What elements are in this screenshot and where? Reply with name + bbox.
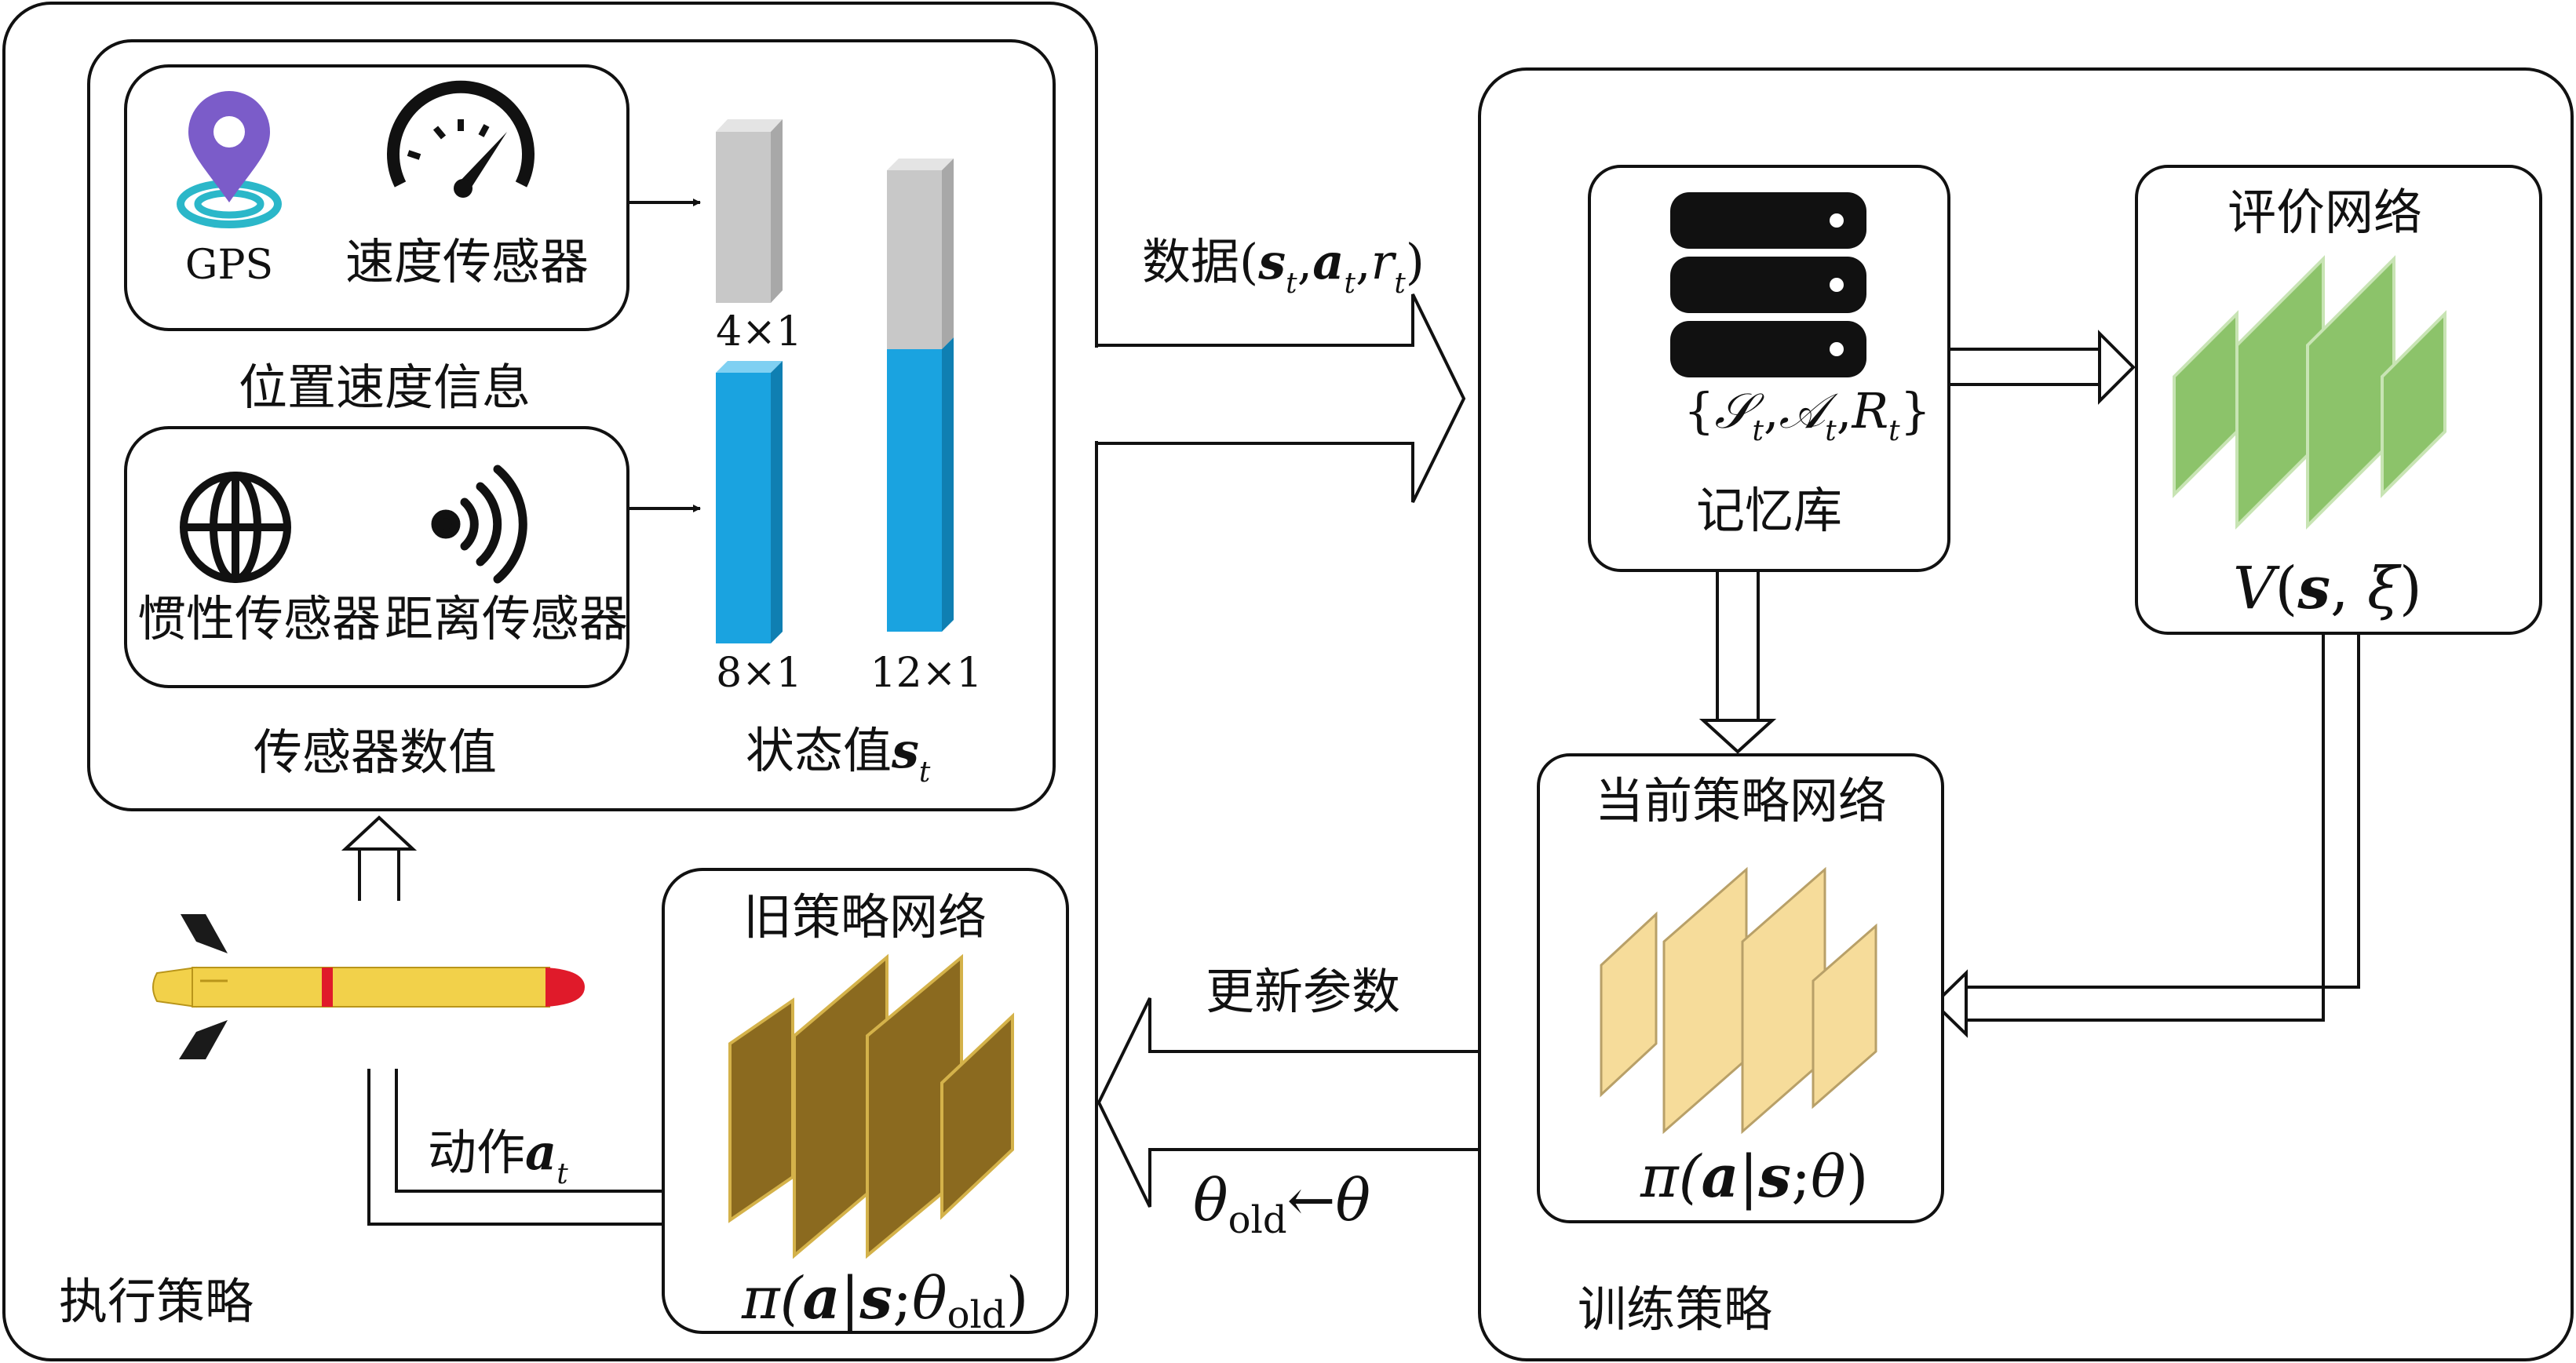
observation-double-arrow bbox=[341, 815, 418, 901]
current-policy-layers bbox=[1600, 866, 1877, 1135]
action-label: 动作at bbox=[428, 1124, 568, 1190]
range-sensor-icon bbox=[431, 465, 527, 584]
range-sensor-label: 距离传感器 bbox=[385, 590, 628, 647]
memory-to-policy-arrow bbox=[1698, 570, 1777, 754]
imu-label: 惯性传感器 bbox=[137, 590, 381, 647]
old-policy-title: 旧策略网络 bbox=[743, 888, 987, 946]
gps-label: GPS bbox=[185, 242, 273, 289]
sensor-dim-label: 8×1 bbox=[716, 650, 802, 697]
theta-update-label: θold←θ bbox=[1193, 1167, 1370, 1242]
update-params-label: 更新参数 bbox=[1206, 963, 1400, 1020]
database-icon bbox=[1670, 192, 1866, 377]
old-policy-layers bbox=[728, 953, 1014, 1259]
position-vector-bar bbox=[716, 119, 783, 303]
critic-layers bbox=[2173, 255, 2446, 530]
action-connector bbox=[367, 1069, 663, 1226]
data-label: 数据(st,at,rt) bbox=[1142, 233, 1425, 300]
position-speed-group-label: 位置速度信息 bbox=[239, 359, 531, 416]
state-dim-label: 12×1 bbox=[870, 650, 983, 697]
speedometer-icon bbox=[387, 80, 535, 198]
data-transfer-arrow bbox=[1089, 293, 1466, 503]
sensor-vector-bar bbox=[716, 361, 783, 643]
state-value-label: 状态值st bbox=[746, 722, 931, 789]
critic-title: 评价网络 bbox=[2228, 184, 2422, 241]
pos-dim-label: 4×1 bbox=[716, 308, 802, 355]
sensor-values-group-label: 传感器数值 bbox=[254, 723, 497, 781]
train-policy-title: 训练策略 bbox=[1578, 1281, 1772, 1338]
sensor-values-box bbox=[124, 426, 629, 688]
gps-icon bbox=[177, 91, 282, 228]
memory-to-critic-arrow bbox=[1949, 330, 2136, 405]
execute-policy-title: 执行策略 bbox=[59, 1273, 254, 1330]
state-vector-bar bbox=[887, 159, 954, 632]
critic-to-policy-arrow bbox=[1932, 633, 2360, 1038]
critic-formula: V(s, ξ) bbox=[2233, 555, 2422, 622]
speed-sensor-label: 速度传感器 bbox=[345, 233, 589, 290]
globe-icon bbox=[180, 472, 291, 583]
torpedo-icon bbox=[152, 914, 585, 1059]
current-policy-title: 当前策略网络 bbox=[1595, 772, 1887, 829]
memory-label: 记忆库 bbox=[1696, 482, 1842, 539]
current-policy-formula: π(a|s;θ) bbox=[1640, 1143, 1868, 1211]
old-policy-formula: π(a|s;θold) bbox=[741, 1265, 1028, 1337]
